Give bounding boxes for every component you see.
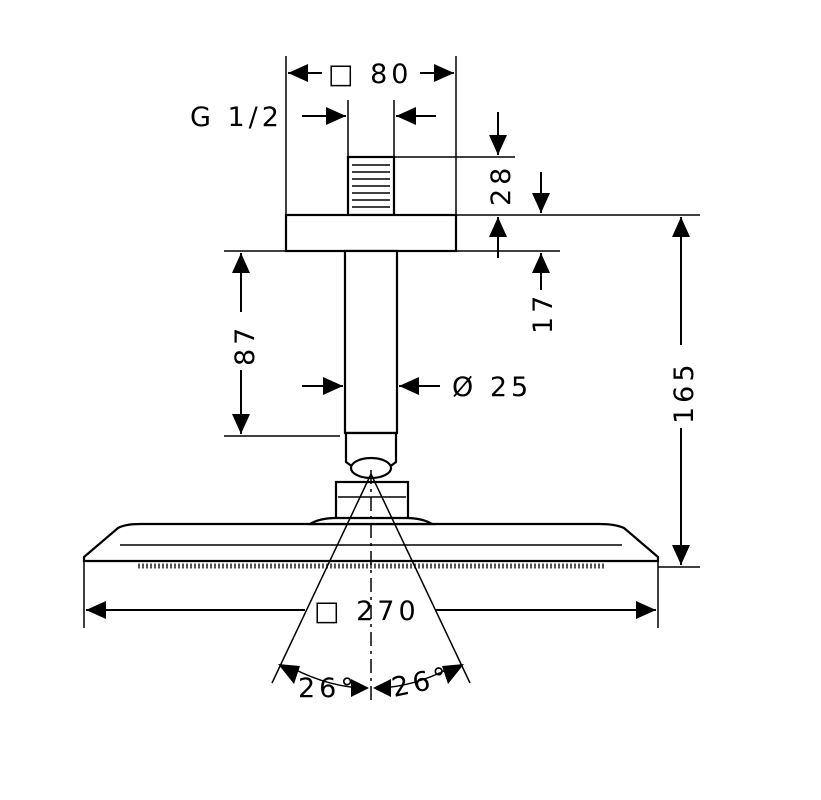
- dim-angle-right-label: 26°: [389, 661, 454, 704]
- dim-total-height-label: 165: [669, 360, 700, 424]
- dim-thread: G 1/2: [190, 100, 436, 157]
- dim-arm-length: 87: [224, 250, 345, 437]
- dim-angle-left-label: 26°: [298, 673, 358, 704]
- dim-thread-length-label: 28: [486, 164, 517, 206]
- ceiling-plate: [284, 213, 458, 253]
- dim-thread-length: 28: [394, 112, 700, 216]
- joint-housing: [334, 480, 410, 524]
- thread-lines: [352, 164, 390, 208]
- dim-head-size-label: □ 270: [314, 596, 420, 627]
- dim-arm-diameter: Ø 25: [302, 372, 532, 403]
- dim-ceiling-plate-label: □ 80: [328, 59, 412, 90]
- dim-plate-height: 17: [456, 217, 560, 334]
- dim-head-size: □ 270: [83, 561, 659, 628]
- dim-plate-height-label: 17: [528, 292, 559, 334]
- dim-thread-label: G 1/2: [190, 102, 283, 133]
- dim-arm-diameter-label: Ø 25: [452, 372, 532, 403]
- shower-parts: [82, 155, 660, 569]
- shower-arm: [343, 249, 399, 435]
- dim-ceiling-plate: □ 80: [285, 56, 457, 215]
- dim-total-height: 165: [658, 217, 700, 568]
- shower-head: [82, 522, 660, 563]
- dim-arm-length-label: 87: [230, 324, 261, 366]
